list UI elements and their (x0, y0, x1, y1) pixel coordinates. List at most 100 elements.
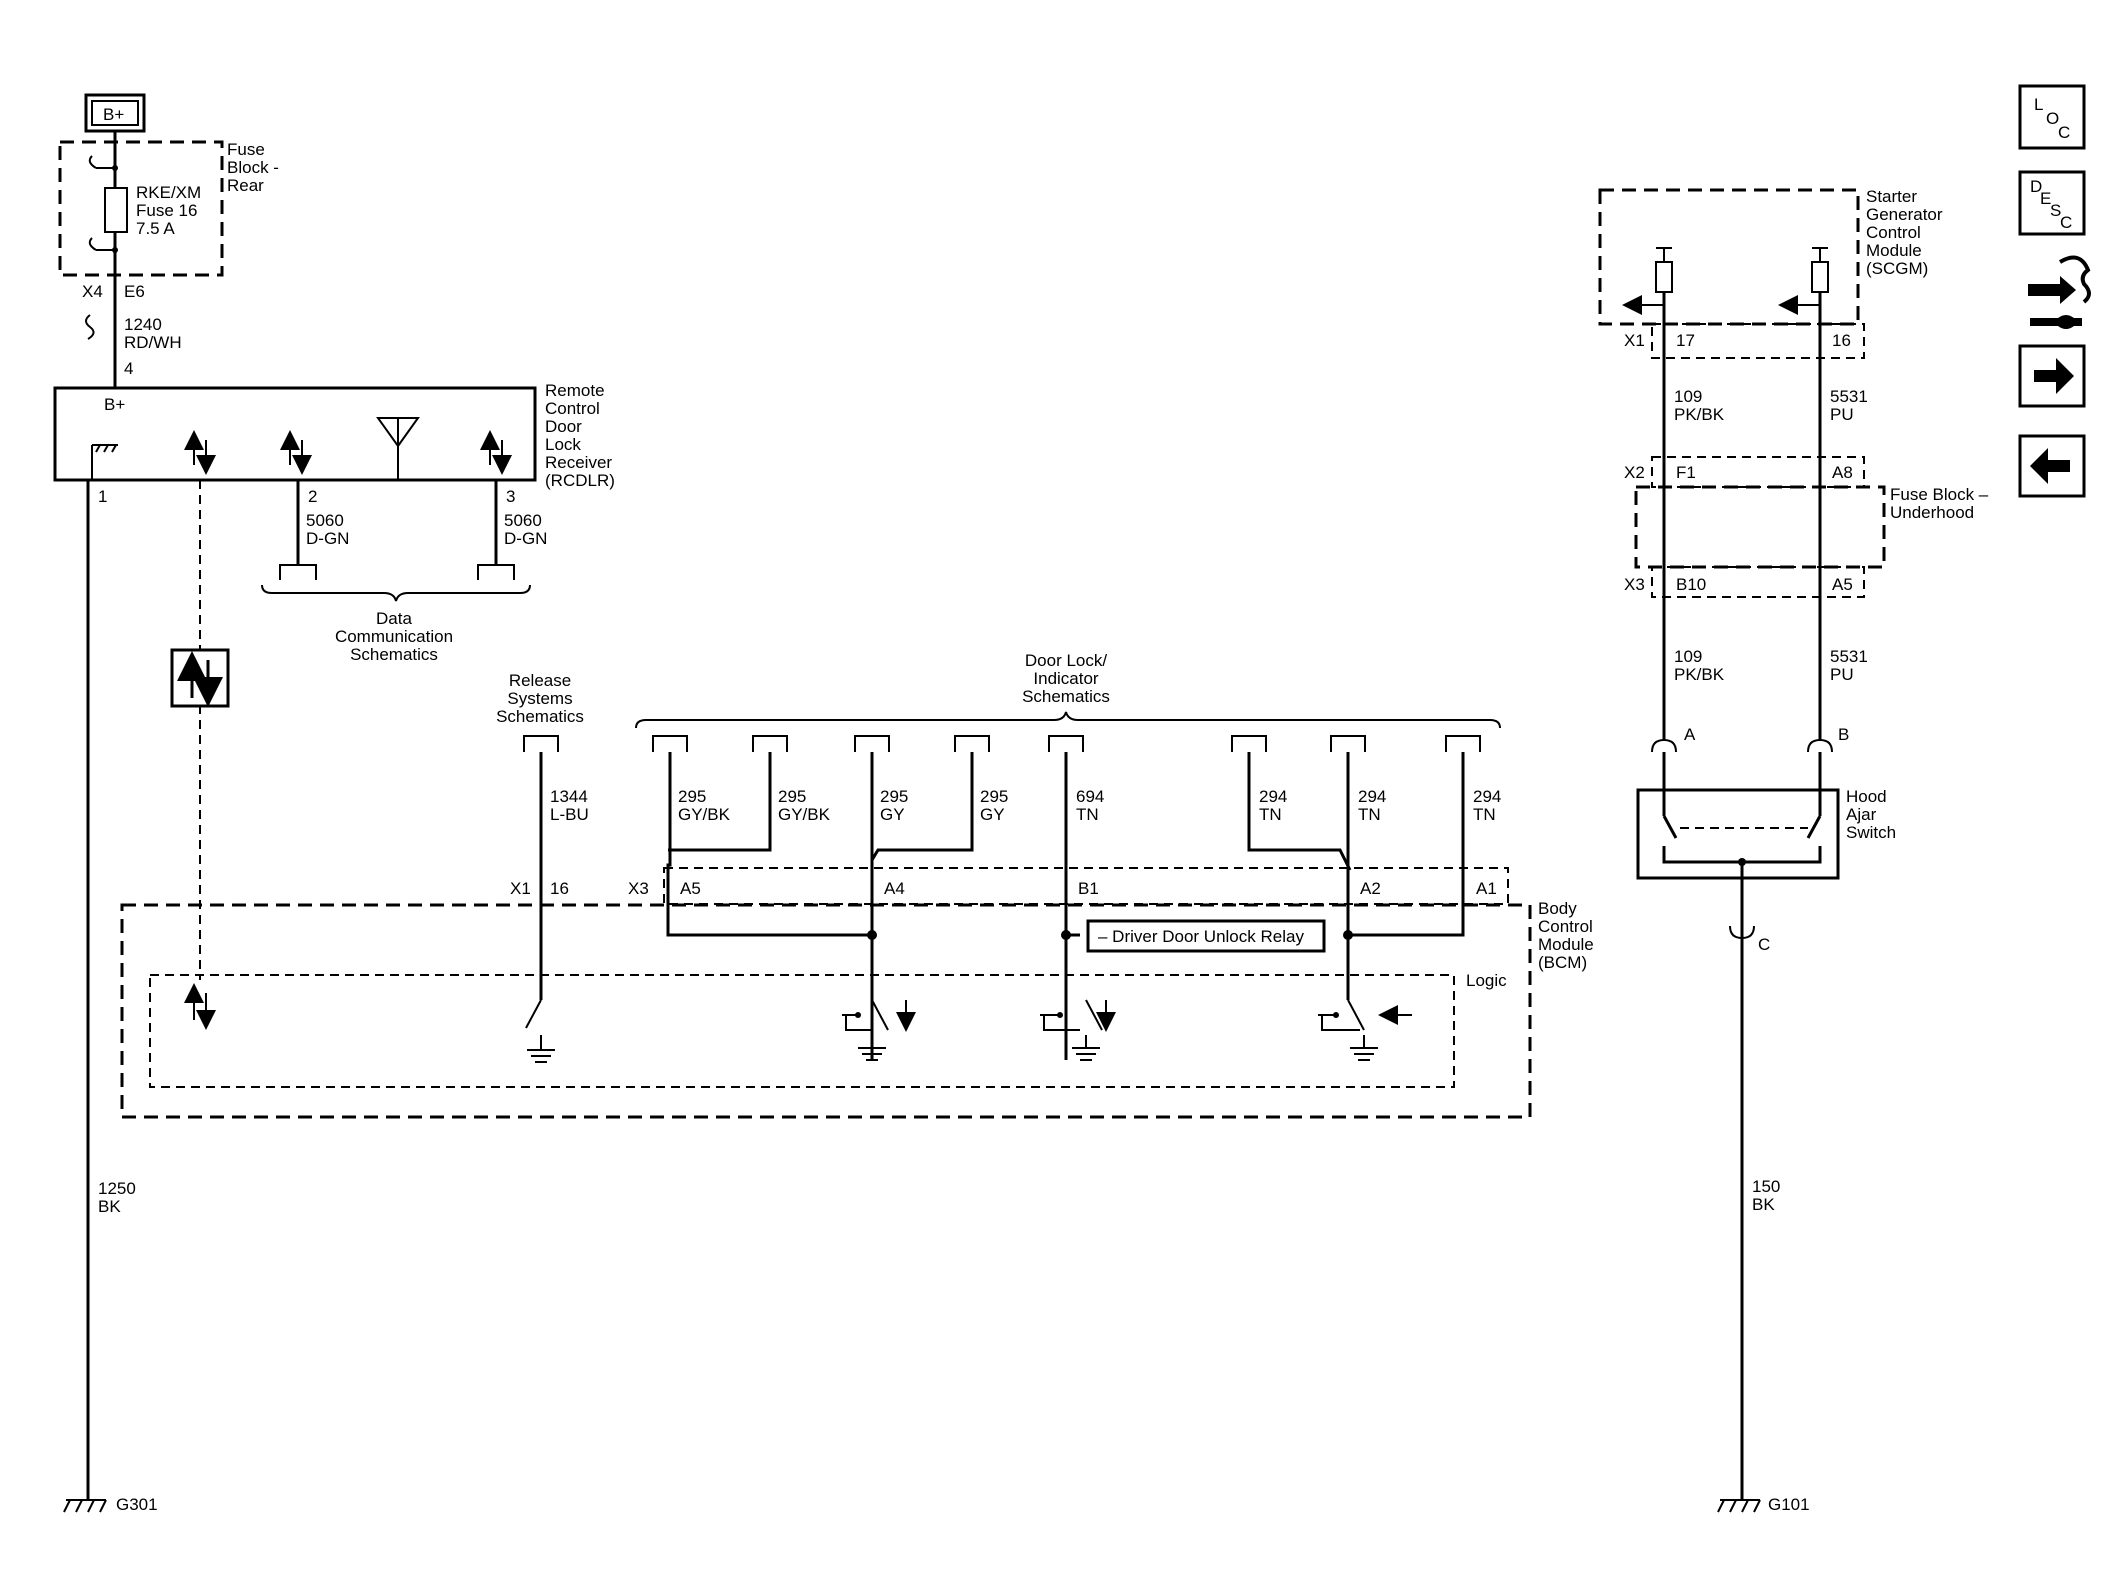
release-pin: 16 (550, 879, 569, 898)
wire-109-lower-num: 109 (1674, 647, 1702, 666)
internal-ground-icon (91, 444, 118, 480)
bcm-pin-a1: A1 (1476, 879, 1497, 898)
rcdlr-label-5: Receiver (545, 453, 612, 472)
hood-pin-a-connector (1651, 738, 1677, 753)
fuse-block-underhood: Fuse Block – Underhood X2 F1 A8 X3 B10 A… (1624, 456, 1989, 598)
scgm-pin-17: 17 (1676, 331, 1695, 350)
description-button[interactable]: D E S C (2018, 170, 2086, 236)
wire-5531-upper-color: PU (1830, 405, 1854, 424)
wire-1344-color: L-BU (550, 805, 589, 824)
rcdlr-power-pin: 4 (124, 359, 133, 378)
bcm-label-4: (BCM) (1538, 953, 1587, 972)
next-page-button[interactable] (2018, 344, 2086, 408)
bcm-label-2: Control (1538, 917, 1593, 936)
scgm-label-4: Module (1866, 241, 1922, 260)
wire-1240-color: RD/WH (124, 333, 182, 352)
connector-tool-icon[interactable] (2028, 255, 2091, 330)
dl-wire-5-num: 694 (1076, 787, 1104, 806)
driver-door-unlock-relay: – Driver Door Unlock Relay (1086, 919, 1326, 953)
data-comm-label-2: Communication (335, 627, 453, 646)
scgm-x1-connector (1651, 323, 1865, 359)
fuse-pin: E6 (124, 282, 145, 301)
fuse-rating: 7.5 A (136, 219, 175, 238)
logic-switch-a4-icon (842, 999, 916, 1061)
desc-letter-e: E (2040, 189, 2051, 208)
wire-1250-color: BK (98, 1197, 121, 1216)
fbu-pin-a8: A8 (1832, 463, 1853, 482)
scgm-module: Starter Generator Control Module (SCGM) (1598, 187, 1943, 326)
power-source: B+ (84, 93, 146, 133)
door-lock-label-1: Door Lock/ (1025, 651, 1107, 670)
dl-wire-8-color: TN (1473, 805, 1496, 824)
bcm-label-1: Body (1538, 899, 1577, 918)
door-lock-label-3: Schematics (1022, 687, 1110, 706)
antenna-icon (376, 417, 420, 480)
wire-1344-num: 1344 (550, 787, 588, 806)
data-arrows-icon-1 (280, 430, 312, 475)
scgm-pin-16: 16 (1832, 331, 1851, 350)
ground-g301-icon (63, 1499, 107, 1513)
wire-150-color: BK (1752, 1195, 1775, 1214)
bcm-pin-a5: A5 (680, 879, 701, 898)
hood-pin-a: A (1684, 725, 1696, 744)
loc-letter-l: L (2034, 95, 2043, 114)
location-button[interactable]: L O C (2018, 84, 2086, 150)
wire-109-lower-color: PK/BK (1674, 665, 1725, 684)
wire-150-num: 150 (1752, 1177, 1780, 1196)
dl-wire-6-num: 294 (1259, 787, 1287, 806)
scgm-input-17-icon (1622, 247, 1673, 315)
dl-wire-7-num: 294 (1358, 787, 1386, 806)
previous-page-button[interactable] (2018, 434, 2086, 498)
rcdlr-label-4: Lock (545, 435, 581, 454)
wire-5060a-num: 5060 (306, 511, 344, 530)
scgm-label-2: Generator (1866, 205, 1943, 224)
bcm-label-3: Module (1538, 935, 1594, 954)
release-switch-icon (525, 999, 555, 1063)
fuse-number: Fuse 16 (136, 201, 197, 220)
dl-wire-3-num: 295 (880, 787, 908, 806)
desc-letter-d: D (2030, 177, 2042, 196)
hood-label-3: Switch (1846, 823, 1896, 842)
dl-wire-2-num: 295 (778, 787, 806, 806)
release-label-1: Release (509, 671, 571, 690)
fbu-label-2: Underhood (1890, 503, 1974, 522)
wire-5060a-color: D-GN (306, 529, 349, 548)
serial-data-arrows-icon (184, 430, 216, 475)
scgm-label-1: Starter (1866, 187, 1917, 206)
fuse-block-rear-label-2: Block - (227, 158, 279, 177)
ground-g101-icon (1717, 1499, 1761, 1513)
scgm-label-3: Control (1866, 223, 1921, 242)
scgm-input-16-icon (1778, 247, 1829, 315)
data-connector-a (279, 564, 317, 580)
hood-label-2: Ajar (1846, 805, 1877, 824)
bcm-logic-label: Logic (1466, 971, 1507, 990)
data-arrows-icon-2 (480, 430, 512, 475)
fbu-label-1: Fuse Block – (1890, 485, 1989, 504)
wire-5060b-num: 5060 (504, 511, 542, 530)
release-conn: X1 (510, 879, 531, 898)
wire-5531-lower-num: 5531 (1830, 647, 1868, 666)
loc-letter-o: O (2046, 109, 2059, 128)
dl-wire-6-color: TN (1259, 805, 1282, 824)
hood-pin-b-connector (1807, 738, 1833, 753)
rcdlr-pin-1: 1 (98, 487, 107, 506)
rcdlr-label-6: (RCDLR) (545, 471, 615, 490)
release-label-3: Schematics (496, 707, 584, 726)
bcm-serial-arrows-icon (184, 983, 216, 1030)
release-label-2: Systems (507, 689, 572, 708)
hood-pin-c-connector (1729, 925, 1755, 940)
dl-wire-4-num: 295 (980, 787, 1008, 806)
rcdlr-power-label: B+ (104, 395, 125, 414)
dl-wire-8-num: 294 (1473, 787, 1501, 806)
fuse-name: RKE/XM (136, 183, 201, 202)
bcm-x3-connector (663, 867, 1509, 905)
dl-wire-1-color: GY/BK (678, 805, 731, 824)
wire-1240-num: 1240 (124, 315, 162, 334)
data-comm-bracket (261, 584, 531, 602)
door-lock-connectors (652, 735, 1481, 752)
dl-wire-4-color: GY (980, 805, 1005, 824)
door-lock-bracket (635, 711, 1501, 729)
rcdlr-module: B+ Remote Control Door Lock Receiver (RC… (53, 381, 615, 490)
bcm-module: Body Control Module (BCM) Logic (120, 899, 1594, 1119)
wire-109-upper-color: PK/BK (1674, 405, 1725, 424)
